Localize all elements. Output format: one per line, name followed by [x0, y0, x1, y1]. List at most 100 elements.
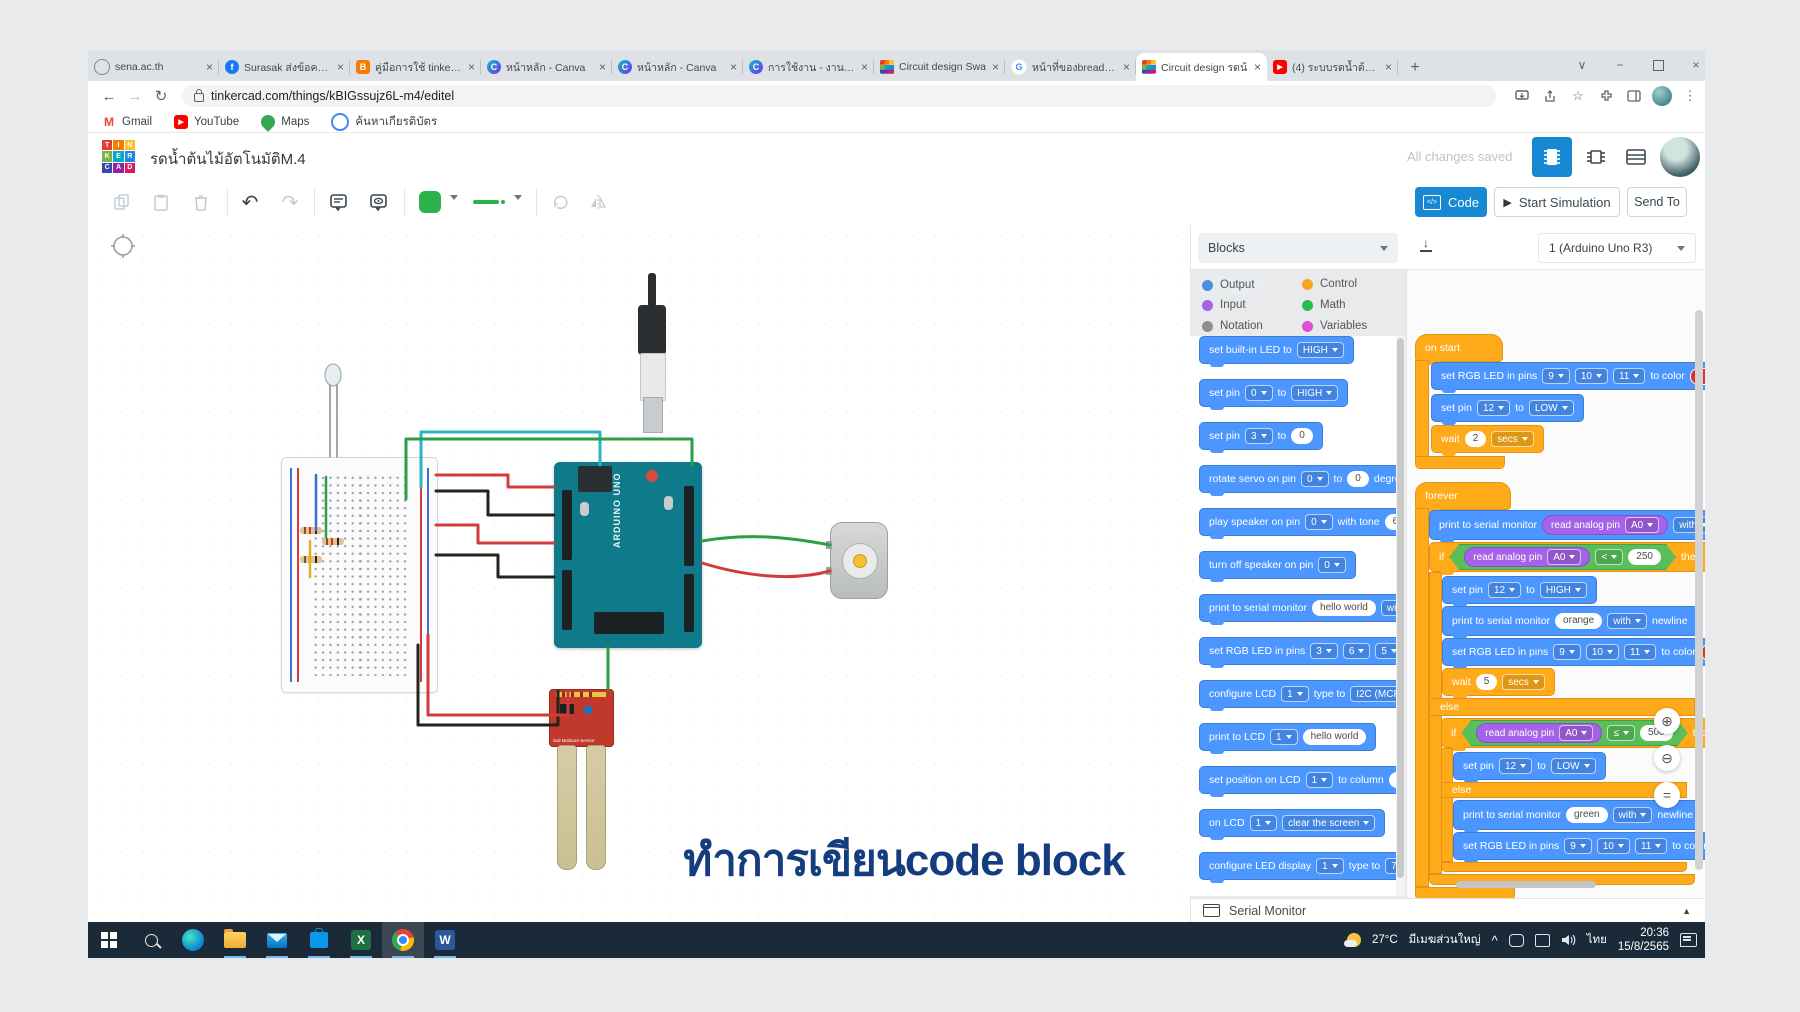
- type-dropdown[interactable]: I2C (MCP23008): [1350, 686, 1397, 702]
- blocks-mode-select[interactable]: Blocks: [1198, 233, 1398, 263]
- color-swatch-picker[interactable]: [416, 188, 444, 216]
- value-input[interactable]: 0: [1291, 428, 1313, 444]
- type-dropdown[interactable]: 7-segment: [1385, 858, 1397, 874]
- delete-icon[interactable]: [187, 188, 215, 216]
- display-dropdown[interactable]: 1: [1316, 858, 1344, 874]
- url-omnibox[interactable]: tinkercad.com/things/kBIGssujz6L-m4/edit…: [182, 85, 1496, 107]
- taskbar-store[interactable]: [298, 922, 340, 958]
- with-dropdown[interactable]: with: [1380, 600, 1397, 616]
- language-indicator[interactable]: ไทย: [1586, 934, 1607, 946]
- mirror-flip-icon[interactable]: [584, 188, 612, 216]
- value-dropdown[interactable]: HIGH: [1291, 385, 1339, 401]
- forward-icon[interactable]: →: [127, 87, 143, 105]
- pin-dropdown[interactable]: 12: [1476, 400, 1511, 416]
- close-icon[interactable]: ×: [729, 60, 737, 74]
- new-tab-button[interactable]: +: [1410, 59, 1420, 76]
- start-button[interactable]: [88, 922, 130, 958]
- annotation-icon[interactable]: [324, 188, 352, 216]
- pin-dropdown[interactable]: 10: [1585, 644, 1619, 660]
- forever-block[interactable]: forever: [1415, 482, 1511, 513]
- temperature[interactable]: 27°C: [1371, 934, 1398, 946]
- text-input[interactable]: hello world: [1312, 600, 1376, 616]
- operator-dropdown[interactable]: <: [1595, 549, 1623, 565]
- start-simulation-button[interactable]: ▶Start Simulation: [1494, 187, 1620, 217]
- taskbar-explorer[interactable]: [214, 922, 256, 958]
- reload-icon[interactable]: ↻: [154, 88, 168, 105]
- wire-black[interactable]: [434, 489, 556, 517]
- wire-black-sensor[interactable]: [416, 643, 560, 727]
- profile-avatar[interactable]: [1650, 84, 1674, 108]
- wire-style-picker[interactable]: [472, 188, 505, 216]
- extensions-puzzle-icon[interactable]: [1594, 84, 1618, 108]
- text-input[interactable]: hello world: [1302, 729, 1367, 745]
- install-icon[interactable]: [1510, 84, 1534, 108]
- value-input[interactable]: 659: [1384, 514, 1397, 530]
- dc-motor[interactable]: [826, 522, 888, 599]
- resistor[interactable]: [322, 538, 344, 545]
- pin-dropdown[interactable]: A0: [1625, 517, 1660, 533]
- schematic-view-button[interactable]: [1576, 137, 1616, 177]
- pin-dropdown[interactable]: 0: [1318, 557, 1346, 573]
- lcd-dropdown[interactable]: 1: [1270, 729, 1298, 745]
- bookmark-star-icon[interactable]: ☆: [1572, 88, 1584, 103]
- value-input[interactable]: 5: [1475, 674, 1498, 690]
- bookmark-certificate[interactable]: ค้นหาเกียรติบัตร: [331, 112, 437, 131]
- value-input[interactable]: 0: [1347, 471, 1369, 487]
- redo-icon[interactable]: ↷: [281, 191, 299, 214]
- pin-dropdown[interactable]: 0: [1244, 385, 1273, 401]
- breadboard[interactable]: [281, 457, 438, 693]
- pin-dropdown[interactable]: 9: [1553, 644, 1581, 660]
- bookmark-maps[interactable]: Maps: [258, 111, 309, 132]
- with-dropdown[interactable]: with: [1607, 613, 1647, 629]
- close-icon[interactable]: ×: [991, 60, 999, 74]
- browser-menu-icon[interactable]: ⋮: [1683, 88, 1697, 103]
- category-input[interactable]: Input: [1202, 297, 1246, 313]
- document-title[interactable]: รดน้ำต้นไม้อัตโนมัติM.4: [150, 151, 306, 168]
- zoom-fit-button[interactable]: =: [1654, 782, 1680, 808]
- taskbar-edge[interactable]: [172, 922, 214, 958]
- horizontal-scrollbar[interactable]: [1456, 881, 1596, 888]
- value-dropdown[interactable]: HIGH: [1296, 342, 1344, 358]
- board-select[interactable]: 1 (Arduino Uno R3): [1538, 233, 1696, 263]
- palette-block-rotate-servo[interactable]: rotate servo on pin0to0degrees: [1199, 465, 1397, 496]
- close-icon[interactable]: ×: [205, 60, 213, 74]
- tab-sena[interactable]: sena.ac.th×: [88, 53, 219, 81]
- tab-youtube[interactable]: ▶(4) ระบบรดน้ำต้นไม้อั×: [1267, 53, 1398, 81]
- tab-tinkercad-1[interactable]: Circuit design Swa×: [874, 53, 1005, 81]
- volume-icon[interactable]: [1561, 934, 1576, 946]
- pin-dropdown[interactable]: 9: [1564, 838, 1592, 854]
- taskbar-search[interactable]: [130, 922, 172, 958]
- tab-tinkercad-active[interactable]: Circuit design รดน้×: [1136, 53, 1267, 81]
- wire-red[interactable]: [434, 523, 556, 545]
- pin-dropdown[interactable]: 12: [1487, 582, 1522, 598]
- category-control[interactable]: Control: [1302, 276, 1357, 292]
- lcd-dropdown[interactable]: 1: [1305, 772, 1334, 788]
- pin-dropdown[interactable]: 9: [1542, 368, 1570, 384]
- close-icon[interactable]: ×: [860, 60, 868, 74]
- code-button[interactable]: </>Code: [1415, 187, 1487, 217]
- wire-red-sensor[interactable]: [426, 633, 570, 717]
- undo-icon[interactable]: ↶: [241, 191, 259, 214]
- wire-red[interactable]: [434, 473, 556, 489]
- expand-caret-icon[interactable]: ▲: [1682, 905, 1691, 916]
- back-icon[interactable]: ←: [101, 87, 117, 105]
- pin-dropdown[interactable]: 11: [1612, 368, 1646, 384]
- value-input[interactable]: 2: [1464, 431, 1487, 447]
